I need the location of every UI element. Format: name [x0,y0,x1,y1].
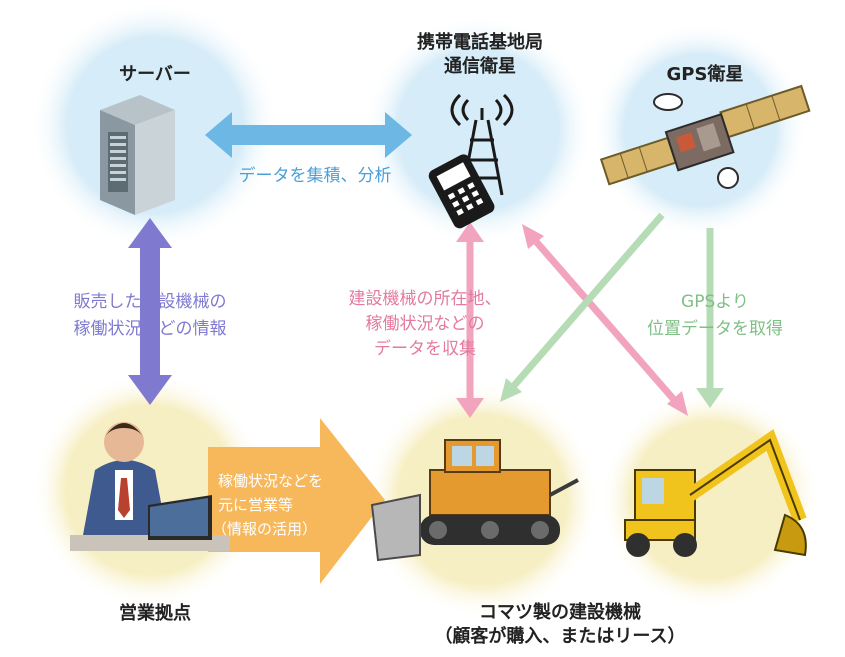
tower-bubble [363,15,593,245]
businessman-icon [70,422,230,551]
tower-label-line2: 通信衛星 [444,56,516,77]
sales-office-label: 営業拠点 [119,603,191,624]
server-sales-arrow [128,218,172,405]
sales-usage-line3: （情報の活用） [212,520,318,538]
machines-label-line1: コマツ製の建設機械 [479,602,641,623]
gps-label: GPS衛星 [666,64,744,85]
server-tower-flow-label: データを集積、分析 [238,166,392,186]
excavator-icon [624,429,807,557]
server-icon [100,95,175,215]
tower-label-line1: 携帯電話基地局 [417,32,543,53]
sales-usage-arrow [208,418,385,584]
satellite-icon [599,84,811,189]
sales-usage-line1: 稼働状況などを [218,472,324,490]
gps-flow-line1: GPSより [681,292,749,312]
gps-arrows [500,212,724,408]
collect-flow-line3: データを収集 [374,339,476,359]
collect-flow-line1: 建設機械の所在地、 [348,289,502,309]
server-label: サーバー [119,64,191,85]
server-sales-flow-line1: 販売した建設機械の [73,292,227,312]
sales-usage-line2: 元に営業等 [218,496,294,514]
collect-flow-line2: 稼働状況などの [365,314,485,334]
server-tower-arrow [205,112,412,158]
gps-flow-line2: 位置データを取得 [647,319,783,339]
collect-arrows [456,222,688,418]
server-sales-flow-line2: 稼働状況などの情報 [73,319,227,339]
machines-label-line2: （顧客が購入、またはリース） [434,626,686,647]
tower-phone-icon [428,93,514,229]
bulldozer-icon [370,439,579,562]
